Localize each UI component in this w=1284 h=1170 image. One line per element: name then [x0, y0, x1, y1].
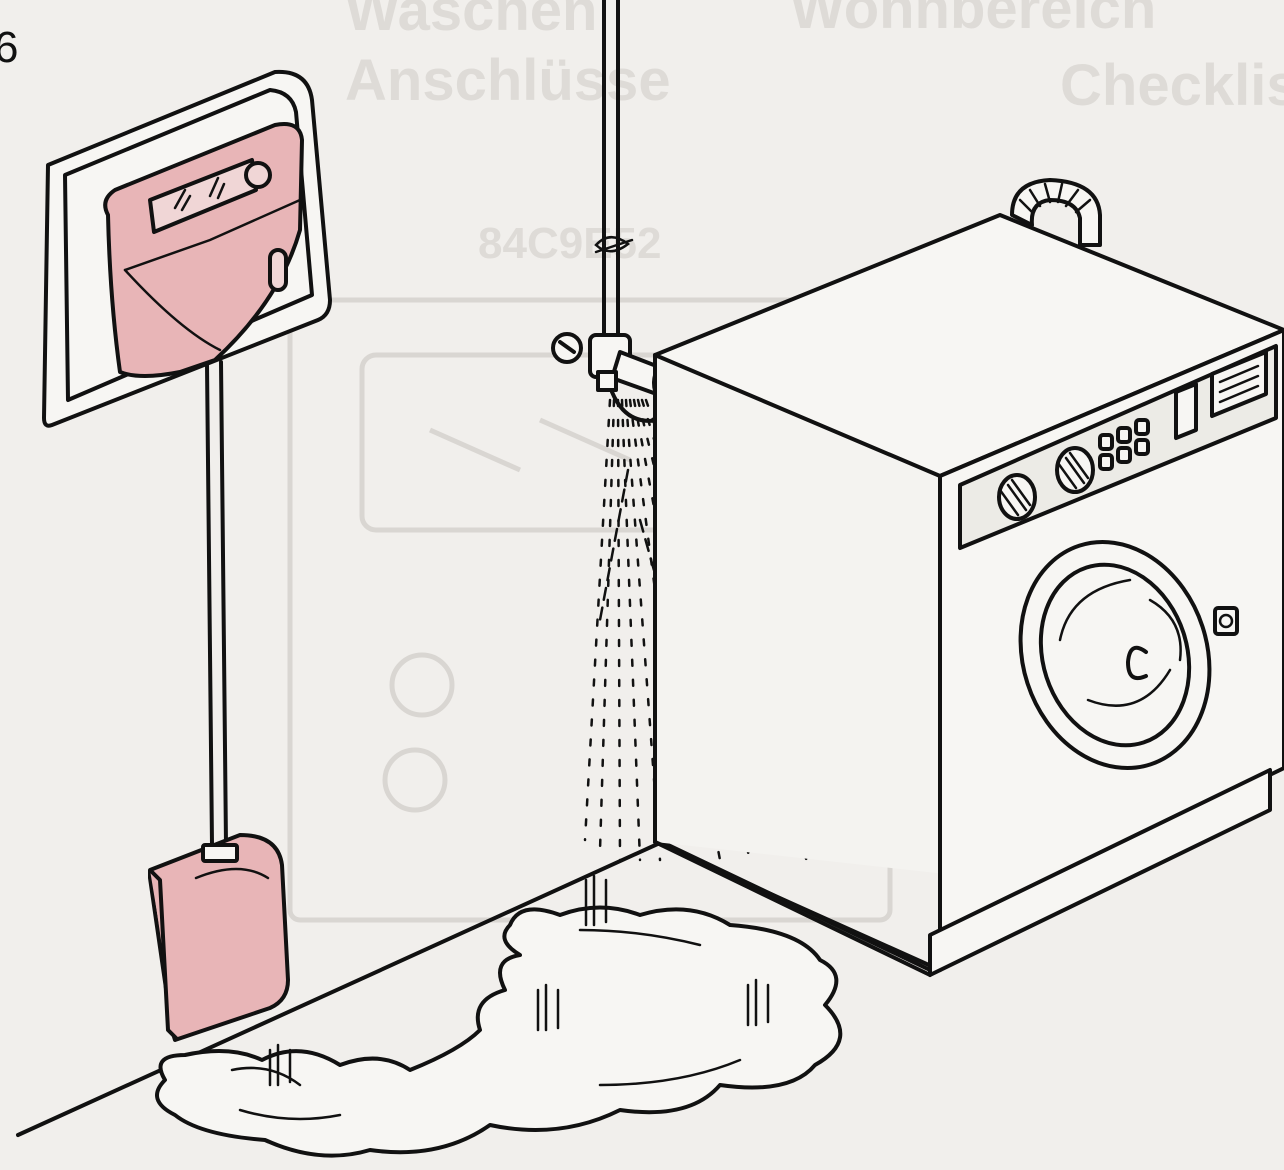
page-number: 6: [0, 23, 18, 72]
show-through-heading-2: Checklisten: [1060, 53, 1284, 118]
show-through-code: 84C9E52: [478, 219, 661, 268]
show-through-heading-1: Wohnbereich: [790, 0, 1156, 41]
show-through-heading-3: Waschen: [345, 0, 597, 43]
show-through-heading-4: Anschlüsse: [345, 48, 671, 113]
water-alarm-icon: [44, 72, 330, 1040]
